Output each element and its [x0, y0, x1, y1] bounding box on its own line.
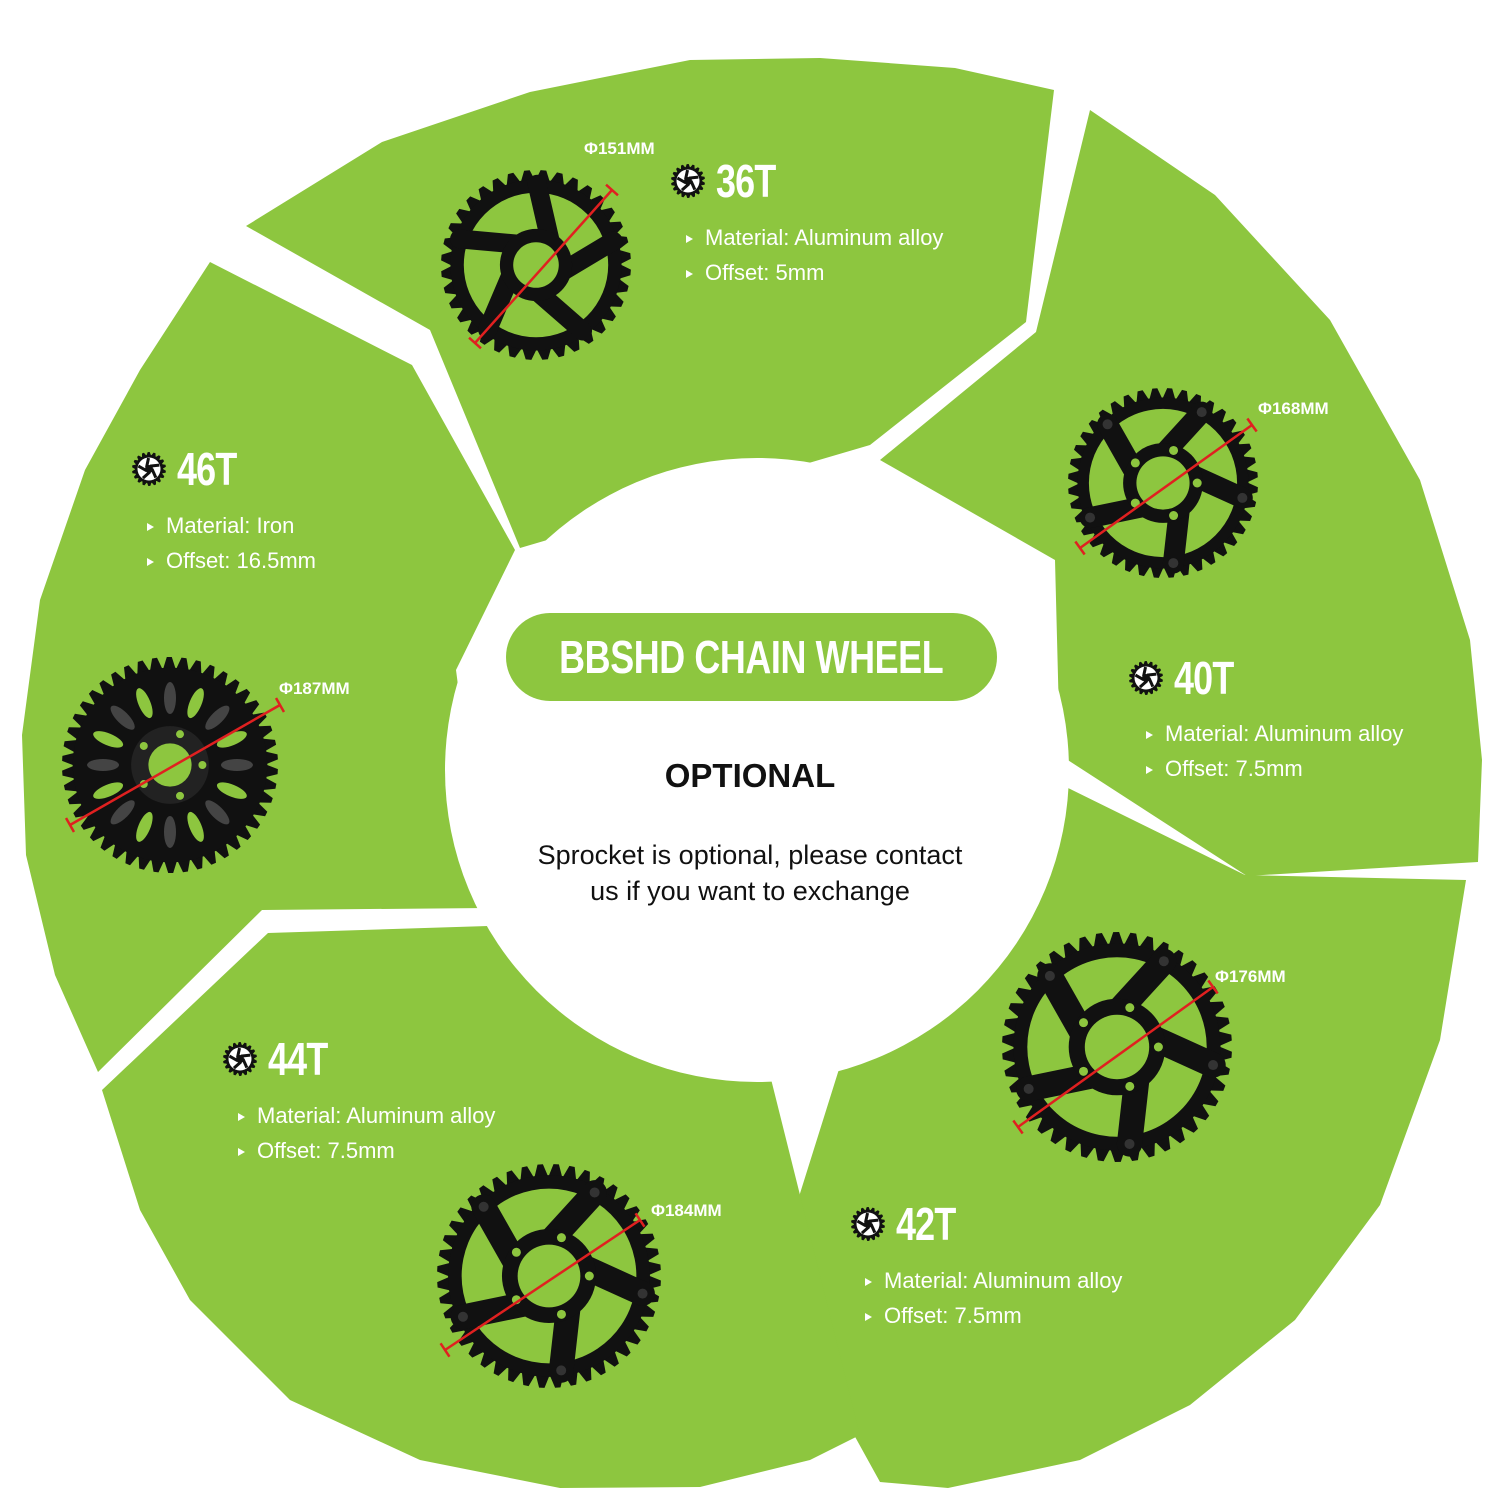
offset-42t: Offset: 7.5mm — [865, 1298, 1022, 1333]
sprocket-image-36t — [441, 170, 631, 360]
title-44t: 44T — [268, 1033, 328, 1085]
center-note-line-2: us if you want to exchange — [590, 876, 910, 906]
diameter-line-36t — [474, 189, 613, 344]
sprocket-icon — [671, 164, 705, 198]
diameter-label-46t: Φ187MM — [279, 679, 350, 698]
material-36t: Material: Aluminum alloy — [686, 220, 943, 255]
diameter-line-46t — [69, 703, 281, 827]
material-40t: Material: Aluminum alloy — [1146, 716, 1403, 751]
material-42t: Material: Aluminum alloy — [865, 1263, 1122, 1298]
title-row-44t: 44T — [220, 1036, 344, 1082]
title-42t: 42T — [896, 1198, 956, 1250]
diameter-line-44t — [444, 1218, 641, 1352]
sprocket-icon — [223, 1042, 257, 1076]
center-note-line-1: Sprocket is optional, please contact — [537, 840, 963, 870]
sprocket-icon — [851, 1207, 885, 1241]
diameter-line-40t — [1079, 423, 1253, 550]
sprocket-image-40t — [1068, 388, 1258, 578]
sprocket-images — [62, 170, 1258, 1388]
title-row-36t: 36T — [668, 158, 792, 204]
title-36t: 36T — [716, 155, 776, 207]
sprocket-icon — [1129, 661, 1163, 695]
diameter-label-42t: Φ176MM — [1215, 967, 1286, 986]
diameter-label-40t: Φ168MM — [1258, 399, 1329, 418]
title-row-46t: 46T — [129, 446, 253, 492]
diameter-label-36t: Φ151MM — [584, 139, 655, 158]
center-title: BBSHD CHAIN WHEEL — [559, 631, 944, 683]
material-46t: Material: Iron — [147, 508, 294, 543]
sprocket-image-44t — [437, 1164, 661, 1388]
offset-44t: Offset: 7.5mm — [238, 1133, 395, 1168]
offset-36t: Offset: 5mm — [686, 255, 824, 290]
segment-36t — [246, 58, 1054, 548]
title-row-40t: 40T — [1126, 655, 1250, 701]
center-heading: OPTIONAL — [664, 757, 836, 794]
title-40t: 40T — [1174, 652, 1234, 704]
offset-46t: Offset: 16.5mm — [147, 543, 316, 578]
offset-40t: Offset: 7.5mm — [1146, 751, 1303, 786]
diameter-label-44t: Φ184MM — [651, 1201, 722, 1220]
title-46t: 46T — [177, 443, 237, 495]
center-title-pill: BBSHD CHAIN WHEEL — [506, 613, 997, 701]
sprocket-icon — [132, 452, 166, 486]
material-44t: Material: Aluminum alloy — [238, 1098, 495, 1133]
title-row-42t: 42T — [848, 1201, 972, 1247]
diameter-line-42t — [1017, 985, 1214, 1129]
sprocket-image-42t — [1002, 932, 1232, 1162]
center-note: Sprocket is optional, please contact us … — [475, 837, 1025, 909]
sprocket-image-46t — [62, 657, 286, 873]
